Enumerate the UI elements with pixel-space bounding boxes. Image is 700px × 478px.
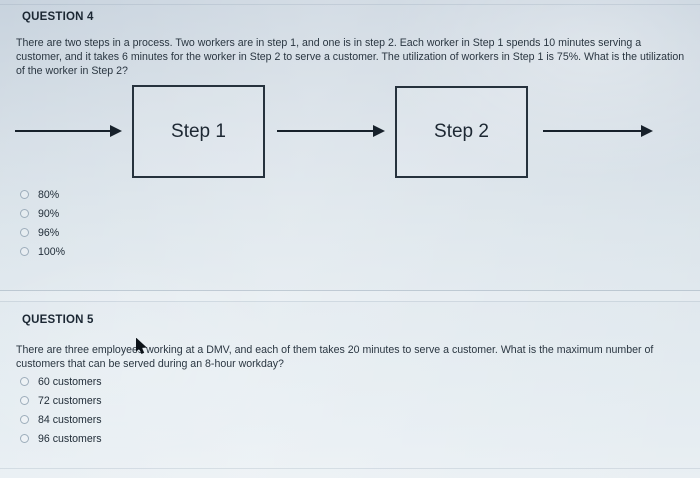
process-box-step-2: Step 2 <box>395 86 528 178</box>
flow-arrow-in <box>15 125 122 137</box>
question-4-option-2[interactable]: 96% <box>20 223 59 242</box>
process-box-step-2-label: Step 2 <box>434 121 489 142</box>
question-4-option-0[interactable]: 80% <box>20 185 59 204</box>
question-5-option-3[interactable]: 96 customers <box>20 429 102 448</box>
option-label: 90% <box>38 207 60 220</box>
option-label: 60 customers <box>38 375 102 388</box>
question-5-option-0[interactable]: 60 customers <box>20 372 102 391</box>
question-4-body: There are two steps in a process. Two wo… <box>16 37 685 78</box>
radio-button-icon[interactable] <box>20 228 29 237</box>
radio-button-icon[interactable] <box>20 434 29 443</box>
radio-button-icon[interactable] <box>20 190 29 199</box>
bottom-divider <box>0 468 700 469</box>
process-flow-diagram: Step 1 Step 2 <box>0 80 700 185</box>
question-separator-lower <box>0 301 700 302</box>
question-5-option-1[interactable]: 72 customers <box>20 391 102 410</box>
radio-button-icon[interactable] <box>20 396 29 405</box>
option-label: 96% <box>38 226 60 239</box>
flow-arrow-out <box>543 125 653 137</box>
question-separator-band <box>0 291 700 301</box>
question-5-body: There are three employees working at a D… <box>16 344 654 371</box>
option-label: 100% <box>38 245 66 258</box>
question-4-option-1[interactable]: 90% <box>20 204 59 223</box>
radio-button-icon[interactable] <box>20 415 29 424</box>
radio-button-icon[interactable] <box>20 377 29 386</box>
flow-arrow-middle <box>277 125 385 137</box>
question-separator <box>0 290 700 291</box>
option-label: 72 customers <box>38 394 102 407</box>
option-label: 84 customers <box>38 413 102 426</box>
question-5-option-2[interactable]: 84 customers <box>20 410 102 429</box>
top-divider <box>0 4 700 5</box>
question-4-option-3[interactable]: 100% <box>20 242 65 261</box>
option-label: 96 customers <box>38 432 102 445</box>
question-4-heading: QUESTION 4 <box>22 11 94 23</box>
radio-button-icon[interactable] <box>20 247 29 256</box>
radio-button-icon[interactable] <box>20 209 29 218</box>
process-box-step-1-label: Step 1 <box>171 120 226 142</box>
process-box-step-1: Step 1 <box>132 85 265 178</box>
option-label: 80% <box>38 188 60 201</box>
question-5-heading: QUESTION 5 <box>22 314 94 326</box>
